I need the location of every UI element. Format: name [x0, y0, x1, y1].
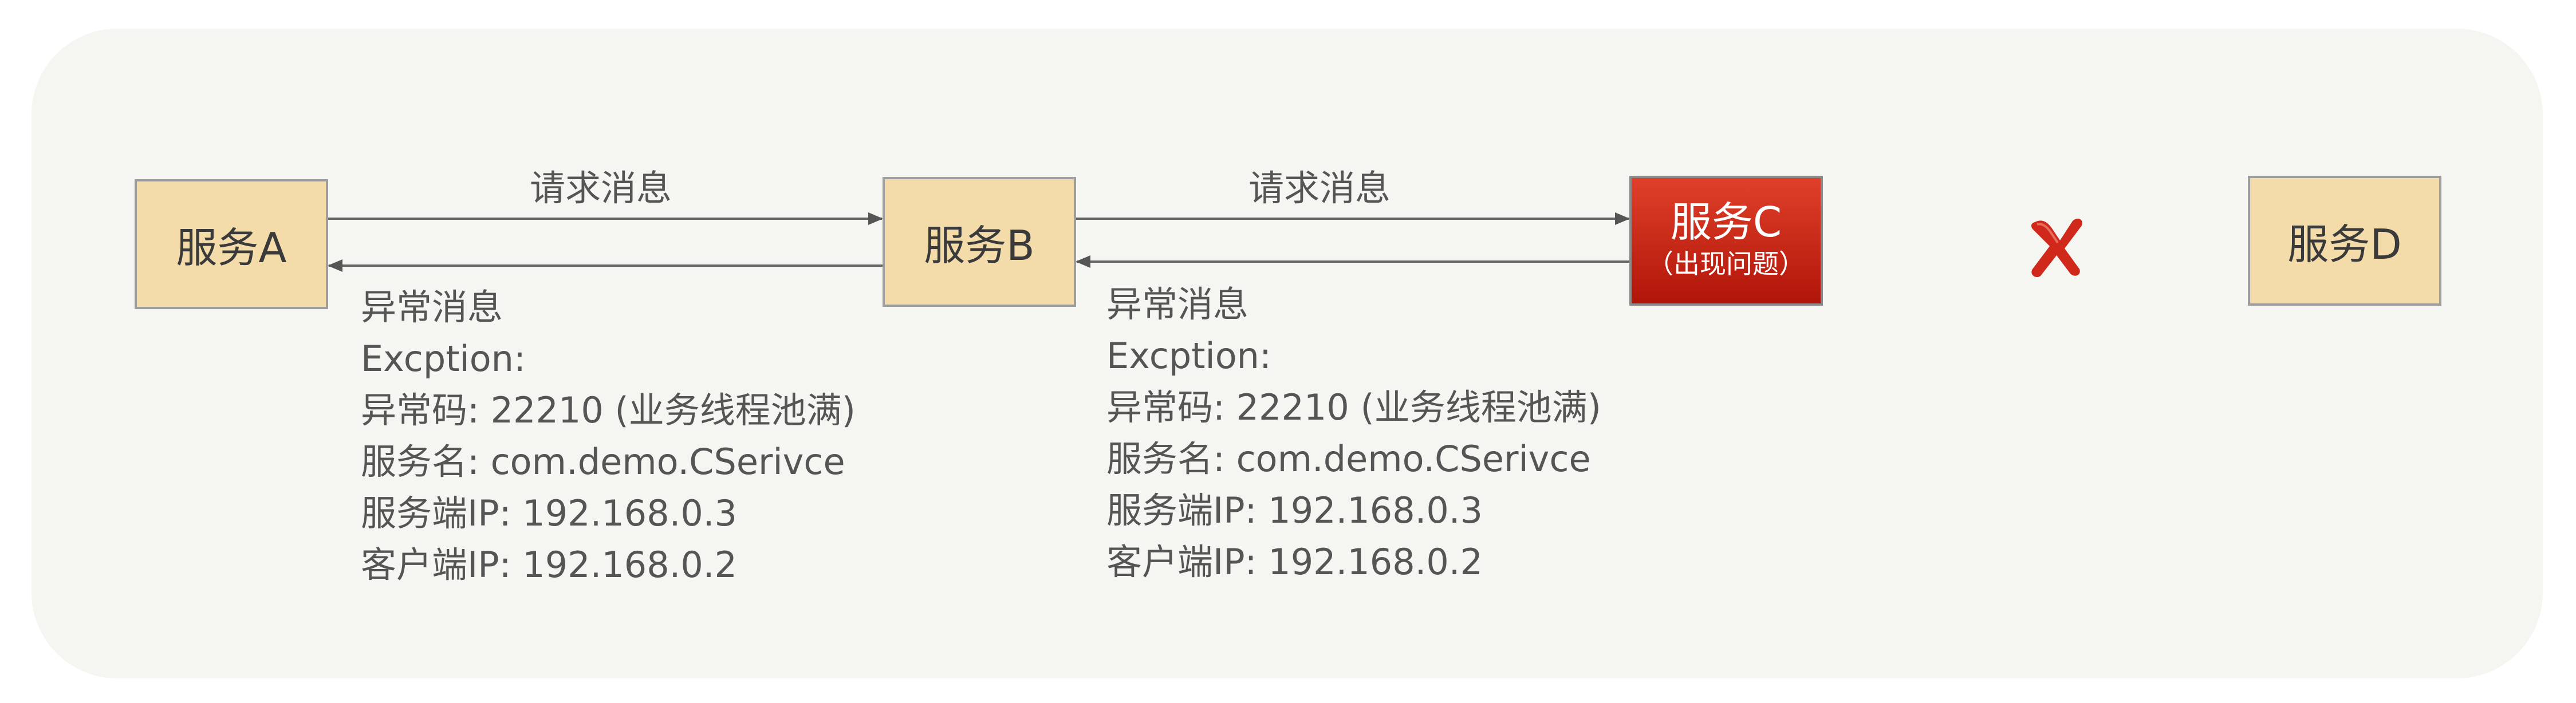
exception-client-ip: 客户端IP: 192.168.0.2 [1106, 541, 1483, 583]
service-d-label: 服务D [2287, 220, 2402, 268]
exception-server-ip: 服务端IP: 192.168.0.3 [361, 492, 737, 534]
exception-title: 异常消息 [1106, 283, 1249, 325]
exception-client-ip: 客户端IP: 192.168.0.2 [361, 544, 737, 586]
exception-service: 服务名: com.demo.CSerivce [1106, 438, 1591, 480]
exception-code: 异常码: 22210 (业务线程池满) [1106, 386, 1601, 428]
exception-message-a: 异常消息 Excption: 异常码: 22210 (业务线程池满) 服务名: … [361, 282, 856, 591]
service-b-box: 服务B [883, 177, 1076, 307]
exception-message-b: 异常消息 Excption: 异常码: 22210 (业务线程池满) 服务名: … [1106, 279, 1601, 588]
service-a-label: 服务A [176, 224, 287, 272]
service-d-box: 服务D [2248, 176, 2441, 306]
service-b-label: 服务B [924, 222, 1035, 270]
exception-type: Excption: [1106, 335, 1271, 377]
exception-server-ip: 服务端IP: 192.168.0.3 [1106, 489, 1483, 531]
request-label-b-c: 请求消息 [1248, 167, 1391, 209]
exception-type: Excption: [361, 338, 526, 380]
exception-service: 服务名: com.demo.CSerivce [361, 441, 845, 483]
request-label-a-b: 请求消息 [530, 167, 672, 209]
service-c-box-failed: 服务C （出现问题） [1629, 176, 1823, 306]
exception-title: 异常消息 [361, 286, 503, 328]
exception-code: 异常码: 22210 (业务线程池满) [361, 389, 856, 431]
diagram-background [31, 29, 2543, 678]
red-cross-icon [2031, 218, 2082, 278]
service-c-label: 服务C [1670, 198, 1782, 246]
service-a-box: 服务A [135, 179, 328, 309]
service-c-problem-note: （出现问题） [1647, 248, 1805, 280]
